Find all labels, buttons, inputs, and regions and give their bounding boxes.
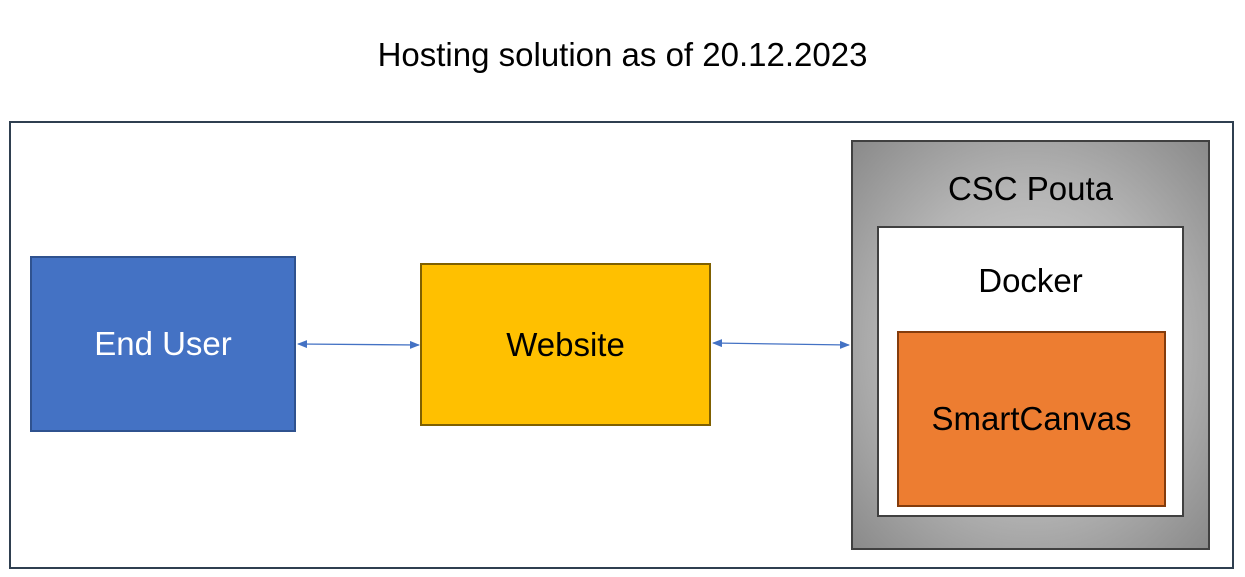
end-user-label: End User [94,325,232,362]
website-label: Website [506,325,625,363]
smartcanvas-label: SmartCanvas [931,400,1132,437]
docker-label: Docker [978,262,1083,299]
smartcanvas-node: SmartCanvas [897,331,1166,507]
diagram-frame [9,121,1234,569]
diagram-title: Hosting solution as of 20.12.2023 [377,36,868,73]
website-node: Website [420,263,711,426]
end-user-node: End User [30,256,296,432]
csc-pouta-label: CSC Pouta [947,170,1114,207]
